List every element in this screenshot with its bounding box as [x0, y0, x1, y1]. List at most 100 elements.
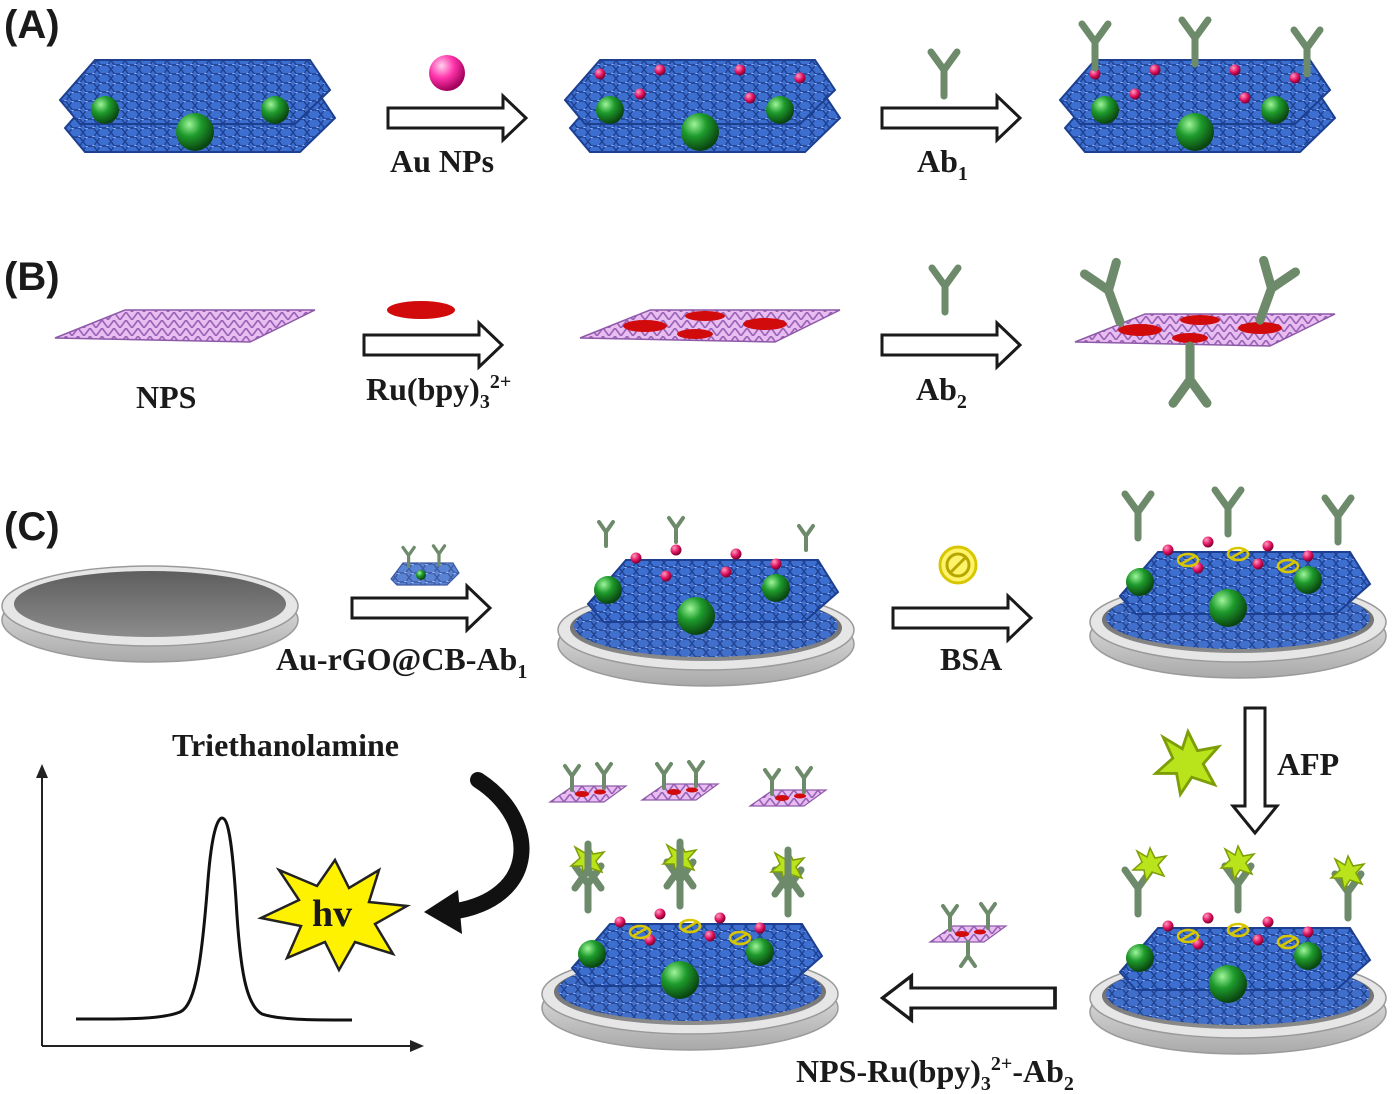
step-label-au-nps: Au NPs	[390, 143, 494, 179]
ru-complex-icon	[743, 318, 787, 330]
carbon-black-sphere-icon	[661, 961, 699, 999]
gold-nanoparticle-icon	[704, 930, 716, 942]
carbon-black-sphere-icon	[261, 96, 289, 124]
process-arrow-icon	[350, 584, 492, 632]
ru-complex-icon	[1238, 322, 1282, 334]
carbon-black-sphere-icon	[1261, 96, 1289, 124]
carbon-black-sphere-icon	[1294, 942, 1322, 970]
ru-complex-icon	[387, 301, 455, 319]
curved-arrow-icon	[442, 772, 530, 920]
antibody-icon	[1325, 498, 1351, 542]
signal-probe-mini	[929, 902, 1007, 968]
antibody-icon	[1085, 262, 1136, 327]
step-label-afp: AFP	[1277, 746, 1339, 782]
process-arrow-icon	[386, 94, 528, 142]
gold-nanoparticle-icon	[1162, 544, 1174, 556]
step-label-ab1: Ab1	[917, 143, 968, 185]
gold-nanoparticle-icon	[1149, 64, 1161, 76]
antibody-icon	[797, 524, 815, 552]
antibody-icon	[1215, 490, 1241, 534]
antibody-icon	[1173, 346, 1207, 403]
antibody-icon	[597, 520, 615, 548]
gold-nanoparticle-icon	[1162, 920, 1174, 932]
gold-nanoparticle-icon	[1202, 912, 1214, 924]
gold-nanoparticle-icon	[714, 912, 726, 924]
carbon-black-sphere-icon	[677, 597, 715, 635]
electrode-sandwich	[542, 760, 838, 1050]
panel-label-a: (A)	[4, 3, 60, 47]
carbon-black-sphere-icon	[91, 96, 119, 124]
process-arrow-icon	[880, 321, 1022, 369]
ru-complex-icon	[1118, 324, 1162, 336]
gold-nanoparticle-icon	[720, 566, 732, 578]
gold-nanoparticle-icon	[654, 908, 666, 920]
gold-nanoparticle-icon	[1229, 64, 1241, 76]
carbon-black-sphere-icon	[1126, 568, 1154, 596]
add-ab1-arrow	[880, 94, 1022, 142]
add-afp-arrow	[1229, 706, 1281, 836]
process-arrow-icon	[891, 594, 1033, 642]
process-arrow-icon	[1229, 706, 1281, 836]
electrode-afp	[1090, 845, 1386, 1054]
carbon-black-sphere-icon	[1176, 113, 1214, 151]
nps-sheet-icon	[929, 925, 1007, 943]
gold-nanoparticle-icon	[1289, 72, 1301, 84]
antibody-icon	[931, 52, 957, 96]
carbon-black-sphere-icon	[176, 113, 214, 151]
add-probe-arrow	[350, 584, 492, 632]
nps-sheet-b1	[579, 309, 841, 343]
antibody-icon	[667, 516, 685, 544]
carbon-black-sphere-icon	[578, 940, 606, 968]
gold-nanoparticle-icon	[1302, 550, 1314, 562]
antibody-icon	[1125, 494, 1151, 538]
carbon-black-sphere-icon	[1209, 965, 1247, 1003]
gold-nanoparticle-icon	[754, 922, 766, 934]
bsa-blocker-icon	[938, 545, 978, 585]
ru-complex-icon	[1180, 315, 1220, 325]
antibody-icon	[431, 544, 447, 567]
panel-label-b: (B)	[4, 255, 60, 299]
nps-sheet-icon	[641, 783, 719, 801]
step-label-signal-probe: NPS-Ru(bpy)32+-Ab2	[796, 1053, 1074, 1094]
carbon-black-sphere-icon	[416, 570, 426, 580]
step-label-ab2: Ab2	[916, 371, 967, 413]
antibody-icon	[595, 762, 613, 790]
ru-complex-icon	[677, 329, 713, 339]
antibody-icon	[687, 760, 705, 788]
graphene-stack-a1	[564, 59, 841, 153]
antibody-icon	[932, 268, 958, 312]
gold-nanoparticle-icon	[1262, 916, 1274, 928]
antibody-icon	[1182, 20, 1208, 64]
ecl-peak-icon	[36, 764, 424, 1052]
add-ab2-arrow	[880, 321, 1022, 369]
afp-antigen-icon	[1132, 847, 1167, 882]
step-label-nps: NPS	[136, 379, 196, 415]
carbon-black-sphere-icon	[1091, 96, 1119, 124]
graphene-stack-a2	[1059, 20, 1336, 153]
ru-complex-icon	[1172, 333, 1208, 343]
gold-nanoparticle-icon	[634, 88, 646, 100]
antibody-icon	[795, 766, 813, 794]
process-arrow-icon	[880, 974, 1057, 1022]
add-au-nps-arrow	[386, 94, 528, 142]
emission-label: hv	[312, 893, 352, 935]
add-signal-probe-arrow	[880, 974, 1057, 1022]
gold-nanoparticle-icon	[744, 92, 756, 104]
step-label-ru: Ru(bpy)32+	[366, 371, 511, 413]
gold-nanoparticle-icon	[670, 544, 682, 556]
carbon-black-sphere-icon	[762, 574, 790, 602]
add-ru-arrow	[362, 321, 504, 369]
gold-nanoparticle-icon	[1202, 536, 1214, 548]
gold-nanoparticle-icon	[1302, 926, 1314, 938]
gold-nanoparticle-icon	[1262, 540, 1274, 552]
panel-label-c: (C)	[4, 505, 60, 549]
carbon-black-sphere-icon	[594, 576, 622, 604]
gold-nanoparticle-icon	[630, 552, 642, 564]
light-burst-icon	[257, 857, 412, 973]
gold-nanoparticle-icon	[660, 570, 672, 582]
gold-nanoparticle-icon	[614, 916, 626, 928]
electrode-ab1	[558, 516, 854, 686]
afp-antigen-icon	[1154, 730, 1220, 796]
gold-nanoparticle-icon	[1252, 558, 1264, 570]
